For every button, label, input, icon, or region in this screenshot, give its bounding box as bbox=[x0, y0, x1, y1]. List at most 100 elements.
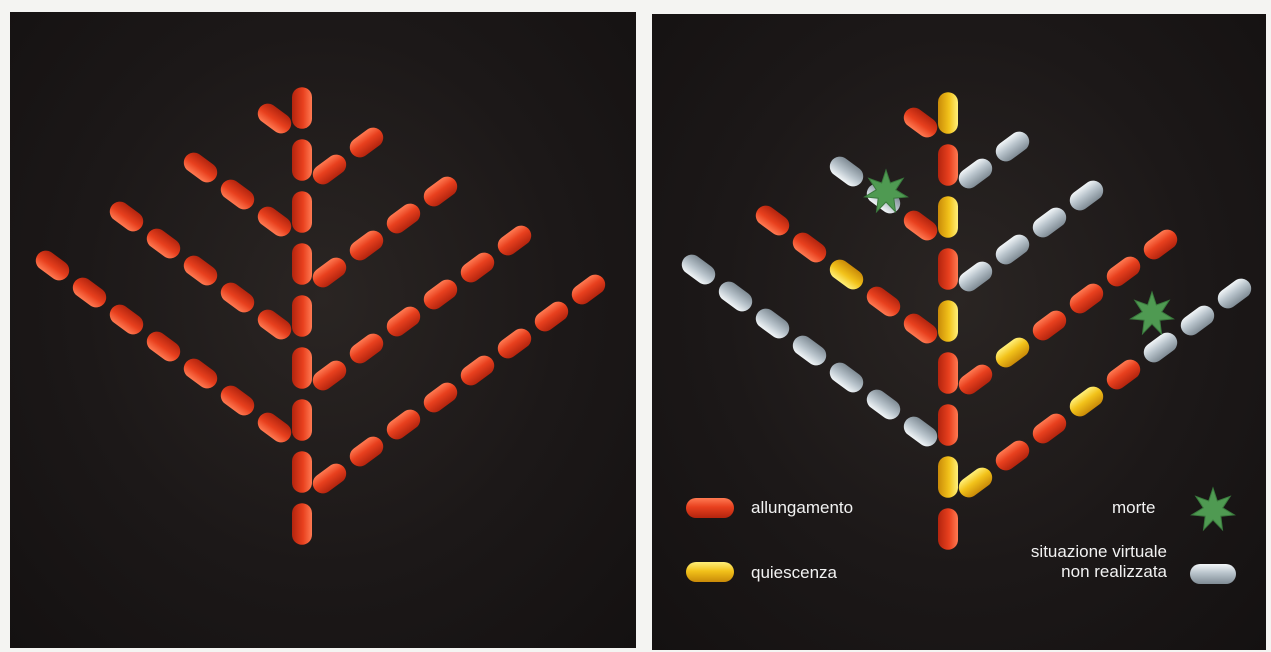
branch-segment bbox=[106, 301, 147, 339]
trunk-segment bbox=[938, 196, 958, 238]
branch-segment bbox=[346, 330, 387, 368]
branch-segment bbox=[420, 379, 461, 417]
branch-segment bbox=[309, 357, 350, 395]
branch-segment bbox=[1177, 302, 1218, 340]
branch-segment bbox=[715, 278, 756, 316]
branch-segment bbox=[254, 409, 295, 447]
branch-segment bbox=[531, 298, 572, 336]
trunk-segment bbox=[938, 508, 958, 550]
branch-segment bbox=[494, 325, 535, 363]
trunk-segment bbox=[292, 451, 312, 493]
branch-segment bbox=[143, 225, 184, 263]
branch-segment bbox=[1066, 177, 1107, 215]
branch-segment bbox=[826, 153, 867, 191]
branch-segment bbox=[992, 437, 1033, 475]
branch-segment bbox=[1140, 329, 1181, 367]
branch-segment bbox=[955, 258, 996, 296]
legend-swatch-quiescenza bbox=[686, 562, 734, 582]
branch-segment bbox=[217, 176, 258, 214]
branch-segment bbox=[180, 149, 221, 187]
branch-segment bbox=[420, 276, 461, 314]
branch-segment bbox=[457, 352, 498, 390]
branch-segment bbox=[1214, 275, 1255, 313]
legend-label-allungamento: allungamento bbox=[751, 498, 853, 518]
branch-segment bbox=[900, 413, 941, 451]
branch-segment bbox=[1029, 410, 1070, 448]
branch-segment bbox=[955, 361, 996, 399]
legend-label-morte: morte bbox=[1112, 498, 1155, 518]
tree-panel-full-growth bbox=[10, 12, 636, 648]
branch-segment bbox=[992, 231, 1033, 269]
death-star-icon bbox=[1131, 292, 1174, 334]
trunk-segment bbox=[292, 295, 312, 337]
branch-segment bbox=[1103, 253, 1144, 291]
trunk-segment bbox=[938, 300, 958, 342]
branch-segment bbox=[494, 222, 535, 260]
branch-segment bbox=[1103, 356, 1144, 394]
branch-segment bbox=[1029, 307, 1070, 345]
branch-segment bbox=[217, 382, 258, 420]
branch-segment bbox=[383, 200, 424, 238]
branch-segment bbox=[217, 279, 258, 317]
legend-swatch-allungamento bbox=[686, 498, 734, 518]
branch-segment bbox=[309, 460, 350, 498]
legend-label-quiescenza: quiescenza bbox=[751, 563, 837, 583]
trunk-segment bbox=[292, 243, 312, 285]
branch-segment bbox=[1140, 226, 1181, 264]
branch-segment bbox=[1029, 204, 1070, 242]
branch-segment bbox=[106, 198, 147, 236]
legend-label-virtuale-line2: non realizzata bbox=[967, 562, 1167, 582]
legend-swatch-morte-icon bbox=[1192, 488, 1235, 530]
branch-segment bbox=[69, 274, 110, 312]
legend-swatch-virtuale bbox=[1190, 564, 1236, 584]
trunk-segment bbox=[292, 347, 312, 389]
branch-segment bbox=[789, 332, 830, 370]
branch-segment bbox=[863, 386, 904, 424]
branch-segment bbox=[752, 305, 793, 343]
branch-segment bbox=[254, 203, 295, 241]
trunk-segment bbox=[938, 92, 958, 134]
branch-segment bbox=[143, 328, 184, 366]
branch-segment bbox=[383, 303, 424, 341]
legend-label-virtuale-line1: situazione virtuale bbox=[967, 542, 1167, 562]
branch-segment bbox=[900, 310, 941, 348]
branch-segment bbox=[955, 464, 996, 502]
branch-segment bbox=[678, 251, 719, 289]
branch-segment bbox=[309, 254, 350, 292]
branch-segment bbox=[180, 355, 221, 393]
branch-segment bbox=[346, 433, 387, 471]
trunk-segment bbox=[292, 87, 312, 129]
trunk-segment bbox=[292, 399, 312, 441]
branch-segment bbox=[420, 173, 461, 211]
branch-segment bbox=[752, 202, 793, 240]
tree-diagram-actual-growth bbox=[652, 14, 1266, 650]
legend-label-situazione-virtuale: situazione virtuale non realizzata bbox=[967, 542, 1167, 582]
branch-segment bbox=[826, 359, 867, 397]
trunk-segment bbox=[938, 404, 958, 446]
branch-segment bbox=[900, 104, 941, 142]
branch-segment bbox=[346, 124, 387, 162]
branch-segment bbox=[900, 207, 941, 245]
trunk-segment bbox=[938, 352, 958, 394]
branch-segment bbox=[254, 100, 295, 138]
branch-segment bbox=[32, 247, 73, 285]
tree-diagram-full-growth bbox=[10, 12, 636, 648]
branch-segment bbox=[955, 155, 996, 193]
tree-panel-actual-growth: allungamento quiescenza morte situazione… bbox=[652, 14, 1266, 650]
branch-segment bbox=[992, 128, 1033, 166]
branch-segment bbox=[309, 151, 350, 189]
trunk-segment bbox=[292, 503, 312, 545]
branch-segment bbox=[254, 306, 295, 344]
branch-segment bbox=[383, 406, 424, 444]
branch-segment bbox=[346, 227, 387, 265]
branch-segment bbox=[789, 229, 830, 267]
branch-segment bbox=[568, 271, 609, 309]
trunk-segment bbox=[938, 144, 958, 186]
branch-segment bbox=[1066, 383, 1107, 421]
branch-segment bbox=[180, 252, 221, 290]
trunk-segment bbox=[938, 456, 958, 498]
branch-segment bbox=[863, 283, 904, 321]
branch-segment bbox=[826, 256, 867, 294]
branch-segment bbox=[992, 334, 1033, 372]
trunk-segment bbox=[292, 191, 312, 233]
